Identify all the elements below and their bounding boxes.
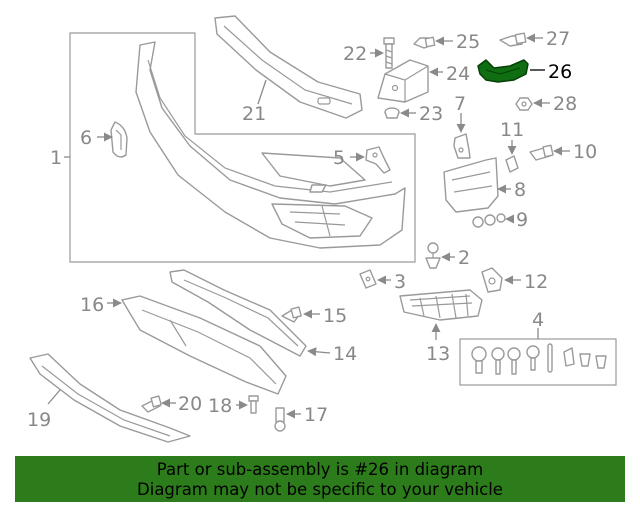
callout-14: 14 [333, 343, 357, 365]
banner-line-2: Diagram may not be specific to your vehi… [137, 480, 503, 499]
clip-part-11[interactable] [505, 155, 519, 173]
callout-7: 7 [454, 93, 466, 115]
screw-part-27[interactable] [499, 32, 527, 47]
callout-24: 24 [446, 63, 470, 85]
callout-22: 22 [343, 43, 367, 65]
bolt-part-22[interactable] [383, 37, 395, 69]
bracket-part-26-highlighted[interactable] [477, 59, 529, 83]
callout-19: 19 [27, 409, 51, 431]
spoiler-lip-part-19[interactable] [29, 353, 191, 443]
banner-line-1: Part or sub-assembly is #26 in diagram [156, 460, 484, 479]
callout-10: 10 [573, 141, 597, 163]
callout-6: 6 [80, 127, 92, 149]
bolt-part-15[interactable] [281, 306, 302, 323]
bracket-part-5[interactable] [365, 146, 391, 174]
callout-27: 27 [546, 28, 570, 50]
callout-11: 11 [500, 119, 524, 141]
bracket-part-7[interactable] [453, 133, 471, 159]
callout-20: 20 [178, 393, 202, 415]
bracket-part-12[interactable] [481, 267, 503, 293]
bolt-part-20[interactable] [141, 395, 162, 413]
callout-25: 25 [456, 31, 480, 53]
callout-1: 1 [50, 147, 62, 169]
impact-bar-part[interactable] [214, 15, 363, 119]
bumper-assembly-frame [69, 32, 416, 263]
bumper-cover-part[interactable] [135, 41, 406, 249]
bolt-part-17[interactable] [274, 407, 286, 432]
callout-13: 13 [426, 343, 450, 365]
callout-26: 26 [548, 61, 572, 83]
undershield-part-16[interactable] [121, 295, 287, 395]
screw-part-25[interactable] [413, 36, 436, 49]
callout-28: 28 [553, 93, 577, 115]
bolt-part-10[interactable] [529, 144, 554, 161]
fog-grille-part-13[interactable] [399, 289, 483, 321]
callout-9: 9 [516, 209, 528, 231]
callout-8: 8 [514, 179, 526, 201]
callout-23: 23 [419, 103, 443, 125]
bracket-part-24[interactable] [377, 59, 429, 103]
emblem-bracket-part[interactable] [110, 121, 128, 158]
nut-part-23[interactable] [384, 107, 400, 119]
callout-12: 12 [524, 271, 548, 293]
callout-3: 3 [394, 271, 406, 293]
side-bracket-part-8[interactable] [443, 157, 499, 213]
callout-5: 5 [333, 147, 345, 169]
callout-2: 2 [458, 247, 470, 269]
lower-grille-part-14[interactable] [169, 269, 307, 357]
callout-16: 16 [80, 294, 104, 316]
parts-diagram: 1 6 5 21 22 24 23 [27, 15, 617, 443]
stud-part-18[interactable] [248, 395, 259, 414]
nut-part-28[interactable] [515, 97, 533, 111]
callout-18: 18 [208, 395, 232, 417]
callout-15: 15 [323, 305, 347, 327]
callout-17: 17 [304, 404, 328, 426]
hardware-kit-part-4[interactable] [459, 338, 617, 386]
clip-part-3[interactable] [359, 269, 377, 289]
callout-21: 21 [242, 103, 266, 125]
callout-4: 4 [532, 309, 544, 331]
screw-part-9[interactable] [472, 213, 506, 228]
push-pin-part-2[interactable] [425, 242, 441, 269]
info-banner: Part or sub-assembly is #26 in diagram D… [15, 456, 625, 502]
